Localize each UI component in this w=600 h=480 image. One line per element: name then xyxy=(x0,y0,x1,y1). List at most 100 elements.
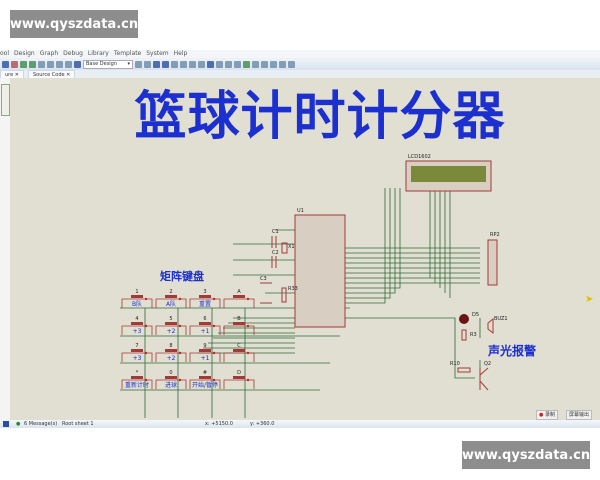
key-B[interactable]: B xyxy=(223,316,255,335)
menu-debug[interactable]: Debug xyxy=(63,50,83,57)
toolbar-icon[interactable] xyxy=(2,60,9,68)
key-id: A xyxy=(237,289,241,295)
help-icon[interactable] xyxy=(74,60,81,68)
key-label: +2 xyxy=(167,328,176,335)
toolbar-icon[interactable] xyxy=(11,60,18,68)
key-A[interactable]: A xyxy=(223,289,255,308)
lcd1602[interactable]: LCD1602 xyxy=(405,154,492,192)
messages-count[interactable]: 6 Message(s) xyxy=(24,421,58,427)
toolbar-icon[interactable] xyxy=(29,60,36,68)
key-C[interactable]: C xyxy=(223,343,255,362)
component-label: X1 xyxy=(288,244,295,250)
undo-icon[interactable] xyxy=(207,60,214,68)
key-4[interactable]: 4+3 xyxy=(121,316,153,335)
close-icon[interactable]: ✕ xyxy=(66,72,71,78)
record-button[interactable]: ● 录制 xyxy=(536,410,558,420)
mcu-u1[interactable]: U1 xyxy=(294,208,346,328)
zoom-in-icon[interactable] xyxy=(171,60,178,68)
key-7[interactable]: 7+3 xyxy=(121,343,153,362)
y-coord: y: +360.0 xyxy=(250,421,275,427)
screen-label: 屏幕输出 xyxy=(569,412,590,418)
zoom-all-icon[interactable] xyxy=(189,60,196,68)
keypad-label: 矩阵键盘 xyxy=(160,270,204,283)
pan-icon[interactable] xyxy=(162,60,169,68)
origin-icon[interactable] xyxy=(153,60,160,68)
key-id: 0 xyxy=(169,370,172,376)
page-title: 篮球计时计分器 xyxy=(134,87,506,147)
key-0[interactable]: 0 进球 xyxy=(155,370,187,389)
paste-icon[interactable] xyxy=(243,60,250,68)
schematic-canvas[interactable]: U1 LCD1602 RP2 xyxy=(10,78,600,420)
block-icon[interactable] xyxy=(270,60,277,68)
tab-source-code[interactable]: Source Code ✕ xyxy=(28,70,76,78)
record-label: 录制 xyxy=(544,412,555,418)
block-icon[interactable] xyxy=(261,60,268,68)
key-id: B xyxy=(237,316,241,322)
sheet-name: Root sheet 1 xyxy=(62,421,94,427)
toolbar-icon[interactable] xyxy=(56,60,63,68)
toolbar-icon[interactable] xyxy=(20,60,27,68)
key-5[interactable]: 5 +2 xyxy=(155,316,187,335)
component-label: R33 xyxy=(288,286,298,292)
key-id: 9 xyxy=(203,343,206,349)
info-icon: ● xyxy=(16,421,21,427)
component-label: C3 xyxy=(260,276,267,282)
zoom-area-icon[interactable] xyxy=(198,60,205,68)
overview-window[interactable] xyxy=(1,84,10,116)
menu-library[interactable]: Library xyxy=(87,50,109,57)
key-3[interactable]: 3重置 xyxy=(189,289,221,308)
key-id: # xyxy=(203,370,207,376)
key-#[interactable]: # 开始/暂停 xyxy=(189,370,221,389)
key-label: 开始/暂停 xyxy=(192,381,218,389)
key-8[interactable]: 8 +2 xyxy=(155,343,187,362)
key-1[interactable]: 1B队 xyxy=(121,289,153,308)
search-icon[interactable] xyxy=(288,60,295,68)
resistor-pack-rp2[interactable]: RP2 xyxy=(487,232,500,286)
key-label: 重置 xyxy=(199,300,211,308)
key-6[interactable]: 6+1 xyxy=(189,316,221,335)
grid-icon[interactable] xyxy=(144,60,151,68)
toolbar-icon[interactable] xyxy=(65,60,72,68)
block-icon[interactable] xyxy=(252,60,259,68)
key-label: B队 xyxy=(132,300,142,308)
redo-icon[interactable] xyxy=(216,60,223,68)
toolbar-icon[interactable] xyxy=(38,60,45,68)
menu-system[interactable]: System xyxy=(146,50,169,57)
mouse-cursor-icon: ➤ xyxy=(585,294,594,305)
stop-icon[interactable] xyxy=(3,421,9,427)
toolbar-icon[interactable] xyxy=(135,60,142,68)
menu-tool[interactable]: ool xyxy=(0,50,10,57)
tab-schematic-capture[interactable]: ure ✕ xyxy=(0,70,24,78)
key-id: 1 xyxy=(135,289,138,295)
watermark-top: www.qyszdata.cn xyxy=(10,10,138,38)
key-id: 5 xyxy=(169,316,172,322)
mcu-label: U1 xyxy=(297,208,304,214)
menu-graph[interactable]: Graph xyxy=(39,50,59,57)
record-icon: ● xyxy=(539,412,544,418)
key-*[interactable]: *重新计时 xyxy=(121,370,153,389)
key-label: +2 xyxy=(167,355,176,362)
block-icon[interactable] xyxy=(279,60,286,68)
key-id: 8 xyxy=(169,343,172,349)
toolbar-icon[interactable] xyxy=(47,60,54,68)
menu-template[interactable]: Template xyxy=(113,50,142,57)
tab-label: Source Code xyxy=(33,72,65,78)
menu-bar: ool Design Graph Debug Library Template … xyxy=(0,50,600,58)
toolbar: Base Design xyxy=(0,58,600,70)
menu-help[interactable]: Help xyxy=(173,50,188,57)
key-D[interactable]: D xyxy=(223,370,255,389)
menu-design[interactable]: Design xyxy=(14,50,35,57)
zoom-out-icon[interactable] xyxy=(180,60,187,68)
crystal-circuit[interactable] xyxy=(260,236,288,304)
copy-icon[interactable] xyxy=(234,60,241,68)
screen-output-button[interactable]: 屏幕输出 xyxy=(566,410,593,420)
alarm-circuit[interactable] xyxy=(457,314,494,391)
design-select[interactable]: Base Design xyxy=(83,59,133,69)
close-icon[interactable]: ✕ xyxy=(14,72,19,78)
key-label: 进球 xyxy=(165,381,177,389)
key-2[interactable]: 2A队 xyxy=(155,289,187,308)
component-label: R3 xyxy=(470,332,477,338)
component-label: C2 xyxy=(272,250,279,256)
key-9[interactable]: 9+1 xyxy=(189,343,221,362)
cut-icon[interactable] xyxy=(225,60,232,68)
